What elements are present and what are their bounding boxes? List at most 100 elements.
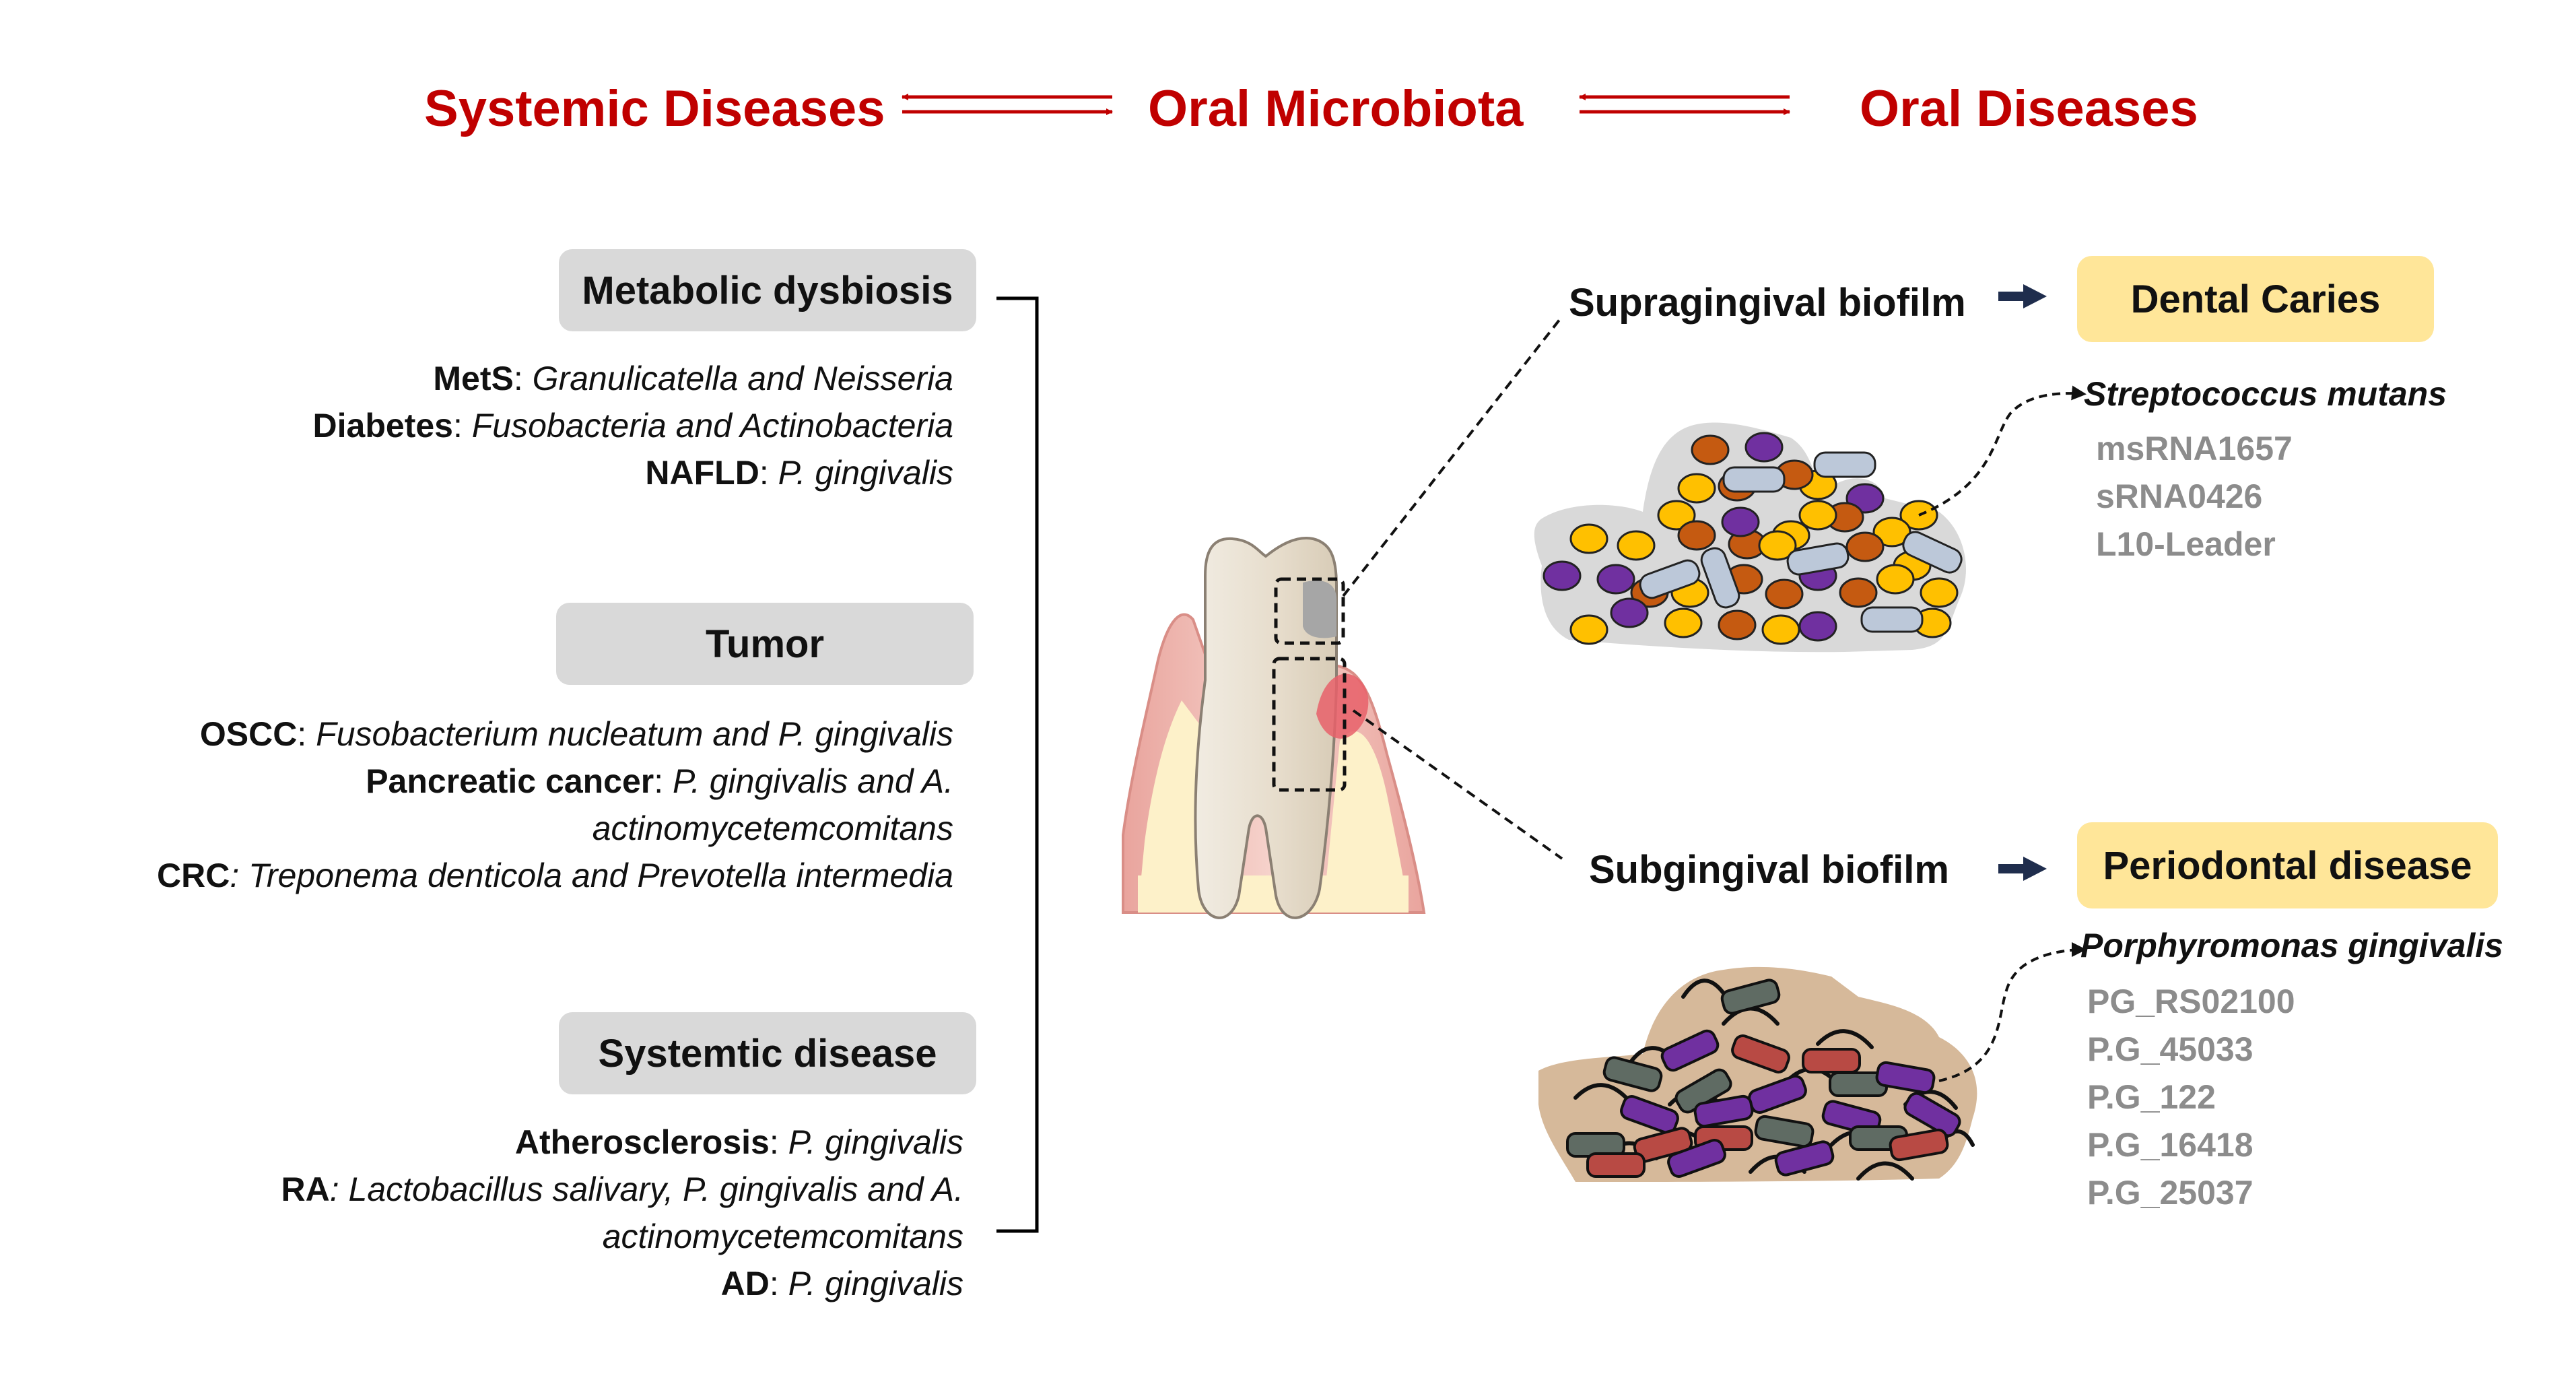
bacteria-names: P. gingivalis <box>788 1265 963 1302</box>
coccus-cell <box>1758 530 1797 561</box>
bacteria-names: actinomycetemcomitans <box>602 1218 963 1255</box>
condition-name: MetS <box>433 360 514 397</box>
coccus-cell <box>1845 531 1885 562</box>
subgingival-zoom-box <box>1272 657 1347 792</box>
bacteria-names: P. gingivalis <box>788 1123 963 1161</box>
sub-to-perio-arrow <box>1998 857 2047 881</box>
rod-cell <box>1620 1095 1679 1134</box>
rod-cell <box>1660 1029 1720 1072</box>
coccus-cell <box>1617 530 1656 561</box>
caries-spot <box>1303 580 1336 638</box>
rod-cell <box>1903 1092 1961 1137</box>
coccus-cell <box>1872 517 1911 548</box>
metabolic-dysbiosis-pill: Metabolic dysbiosis <box>559 249 976 331</box>
separator: : <box>759 454 778 492</box>
coccus-cell <box>1798 500 1837 531</box>
header-double-arrow-left <box>902 94 1113 115</box>
coccus-cell <box>1657 500 1696 531</box>
tumor-pill: Tumor <box>556 603 974 685</box>
condition-name: NAFLD <box>645 454 759 492</box>
rna-item: P.G_25037 <box>2087 1174 2253 1212</box>
coccus-cell <box>1761 614 1800 645</box>
rod-cell <box>1813 451 1876 478</box>
rna-item: P.G_122 <box>2087 1078 2216 1116</box>
rna-item: P.G_45033 <box>2087 1030 2253 1068</box>
dental-caries-box: Dental Caries <box>2077 256 2434 342</box>
bacteria-names: actinomycetemcomitans <box>592 809 953 847</box>
spirochete-cell <box>1816 1029 1874 1049</box>
rod-cell <box>1693 1094 1754 1128</box>
association-line: Atherosclerosis: P. gingivalis <box>281 1119 963 1166</box>
coccus-cell <box>1798 611 1837 642</box>
association-line: AD: P. gingivalis <box>281 1260 963 1307</box>
separator: : <box>513 360 533 397</box>
separator: : <box>297 715 316 753</box>
rod-cell <box>1731 1034 1790 1073</box>
separator: : <box>654 762 673 800</box>
rod-cell <box>1902 531 1963 574</box>
rod-cell <box>1802 1048 1861 1073</box>
separator: : <box>769 1265 788 1302</box>
bacteria-names: : Treponema denticola and Prevotella int… <box>230 857 953 894</box>
coccus-cell <box>1677 473 1716 504</box>
condition-name: Diabetes <box>312 407 453 444</box>
spirochete-cell <box>1573 1083 1631 1103</box>
coccus-cell <box>1920 577 1959 608</box>
association-line: CRC: Treponema denticola and Prevotella … <box>157 852 953 899</box>
association-line: Diabetes: Fusobacteria and Actinobacteri… <box>313 402 953 449</box>
condition-name: Atherosclerosis <box>514 1123 770 1161</box>
coccus-cell <box>1569 614 1608 645</box>
condition-name: AD <box>720 1265 770 1302</box>
subgingival-biofilm-illustration <box>1538 966 1977 1182</box>
systemic-disease-pill: Systemtic disease <box>559 1012 976 1094</box>
supragingival-zoom-box <box>1274 577 1345 645</box>
coccus-cell <box>1765 578 1804 609</box>
streptococcus-mutans-label: Streptococcus mutans <box>2084 375 2447 413</box>
condition-name: Pancreatic cancer <box>366 762 654 800</box>
header-double-arrow-right <box>1579 94 1790 115</box>
association-line: OSCC: Fusobacterium nucleatum and P. gin… <box>157 710 953 758</box>
condition-name: RA <box>281 1170 330 1208</box>
supragingival-biofilm-illustration <box>1534 422 1966 653</box>
supra-connector-line <box>1342 315 1563 597</box>
association-line: actinomycetemcomitans <box>157 805 953 852</box>
supra-to-caries-arrow <box>1998 284 2047 308</box>
grouping-bracket <box>996 296 1039 1233</box>
rod-cell <box>1700 547 1740 609</box>
bacteria-names: P. gingivalis and A. <box>673 762 953 800</box>
sub-connector-line <box>1352 709 1563 860</box>
rod-cell <box>1889 1128 1949 1162</box>
sub-species-arrow <box>1938 942 2087 1082</box>
coccus-cell <box>1677 520 1716 551</box>
rod-cell <box>1774 1140 1835 1177</box>
coccus-cell <box>1744 432 1784 463</box>
rna-item: PG_RS02100 <box>2087 983 2295 1020</box>
bacteria-names: Granulicatella and Neisseria <box>532 360 953 397</box>
bacteria-names: : Lactobacillus salivary, P. gingivalis … <box>329 1170 963 1208</box>
rod-cell <box>1633 1127 1693 1163</box>
rna-item: P.G_16418 <box>2087 1126 2253 1164</box>
coccus-cell <box>1691 434 1730 465</box>
rna-item: msRNA1657 <box>2096 430 2293 467</box>
tumor-associations: OSCC: Fusobacterium nucleatum and P. gin… <box>157 710 953 899</box>
rna-item: L10-Leader <box>2096 525 2276 563</box>
supra-species-arrow <box>1918 385 2087 517</box>
separator: : <box>769 1123 788 1161</box>
spirochete-cell <box>1856 1161 1914 1181</box>
tooth-root-crown <box>1194 537 1338 919</box>
condition-name: OSCC <box>199 715 298 753</box>
rod-cell <box>1639 559 1701 599</box>
tooth-illustration <box>1122 537 1426 919</box>
coccus-cell <box>1839 577 1878 608</box>
coccus-cell <box>1610 597 1649 628</box>
porphyromonas-gingivalis-label: Porphyromonas gingivalis <box>2080 927 2503 964</box>
bacteria-names: Fusobacterium nucleatum and P. gingivali… <box>316 715 953 753</box>
bacteria-names: Fusobacteria and Actinobacteria <box>471 407 953 444</box>
rod-cell <box>1786 542 1850 576</box>
oral-microbiota-title: Oral Microbiota <box>1148 80 1524 137</box>
coccus-cell <box>1876 564 1915 595</box>
systemic-diseases-title: Systemic Diseases <box>424 80 885 137</box>
